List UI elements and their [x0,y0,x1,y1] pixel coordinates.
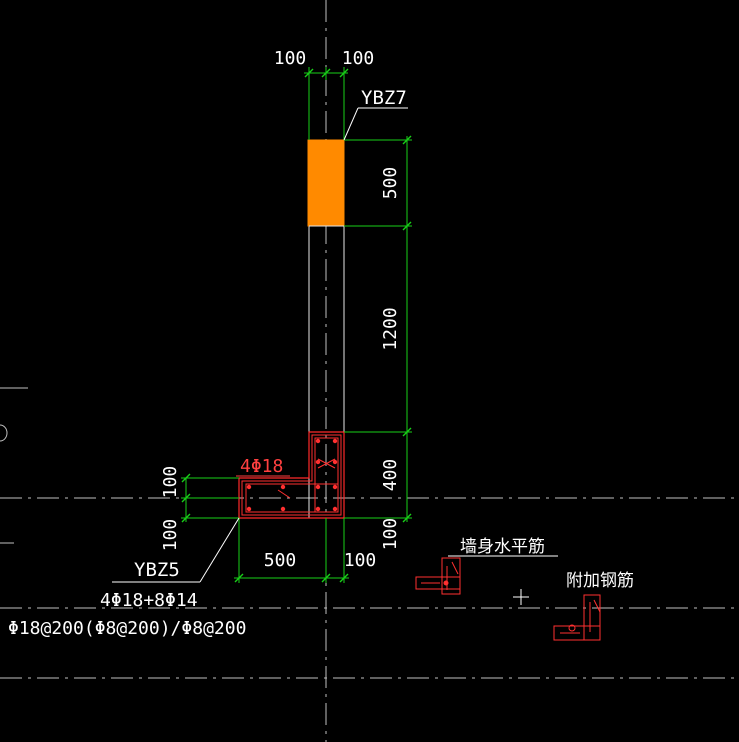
symbol-rect [441,557,461,595]
ybz7-leader-line [343,107,359,141]
symbol-dot [443,580,449,586]
ybz5-tie-hooks [277,458,336,499]
wall-outline [307,139,345,519]
dim-bottom-ticks [234,573,349,583]
tie-hook [317,458,336,469]
dim-text-500-vertical: 500 [380,167,401,200]
ybz5-leader-line [199,517,240,583]
rebar-dot [315,459,321,465]
dim-right-ticks [402,135,412,523]
left-edge-fragment-arc [0,424,8,442]
ybz5-vertical-stirrup [314,437,339,513]
ybz5-callout[interactable]: YBZ5 4Φ18+8Φ14 Φ18@200(Φ8@200)/Φ8@200 [8,517,246,639]
ybz7-label: YBZ7 [361,87,407,109]
rebar-dot [315,506,321,512]
wall-horizontal-rebar-symbol-icon [415,557,461,595]
rebar-dot [315,438,321,444]
tie-hook [277,489,291,499]
dim-text-left-upper: 100 [160,466,181,499]
symbol-bars [421,561,459,590]
dimension-texts: 100 100 500 1200 400 100 100 100 500 100 [160,48,401,571]
symbol-hook [568,624,576,632]
ybz7-highlight-block[interactable] [307,139,345,227]
dimension-lines [181,67,412,583]
ybz5-stirrup-spec: Φ18@200(Φ8@200)/Φ8@200 [8,618,246,639]
ybz5-rebar-spec: 4Φ18+8Φ14 [100,590,198,611]
rebar-note-label: 4Φ18 [240,456,283,477]
crosshair-cursor-icon [513,589,529,605]
rebar-dot [332,459,338,465]
rebar-dot [280,506,286,512]
dim-text-right-bottom: 100 [380,518,401,551]
dim-left-ticks [181,473,191,523]
rebar-dot [332,506,338,512]
rebar-dot [246,506,252,512]
dim-text-1200-vertical: 1200 [380,307,401,350]
ybz5-rebar-dots [246,438,338,512]
ybz5-label: YBZ5 [134,559,180,581]
dim-text-bottom-500: 500 [264,550,297,571]
ybz5-outer-stirrup [241,434,342,516]
legend-wall-horizontal-label: 墙身水平筋 [460,537,545,557]
dim-text-left-lower: 100 [160,519,181,552]
symbol-rect [583,594,601,641]
dim-text-top-left: 100 [274,48,307,69]
rebar-dot [315,484,321,490]
rebar-dot [280,484,286,490]
dim-top-ticks [304,68,349,78]
dim-text-400-vertical: 400 [380,459,401,492]
rebar-dot [332,438,338,444]
ybz7-callout[interactable]: YBZ7 [343,87,408,141]
dim-text-top-right: 100 [342,48,375,69]
dim-text-bottom-100: 100 [344,550,377,571]
legend-wall-horizontal[interactable]: 墙身水平筋 [415,537,558,595]
symbol-bars [560,599,601,634]
additional-rebar-symbol-icon [553,594,601,641]
legend-additional-rebar[interactable]: 附加钢筋 [553,571,634,641]
rebar-dot [332,484,338,490]
rebar-dot [246,484,252,490]
legend-additional-rebar-label: 附加钢筋 [566,571,634,591]
rebar-note-callout[interactable]: 4Φ18 [236,456,290,477]
